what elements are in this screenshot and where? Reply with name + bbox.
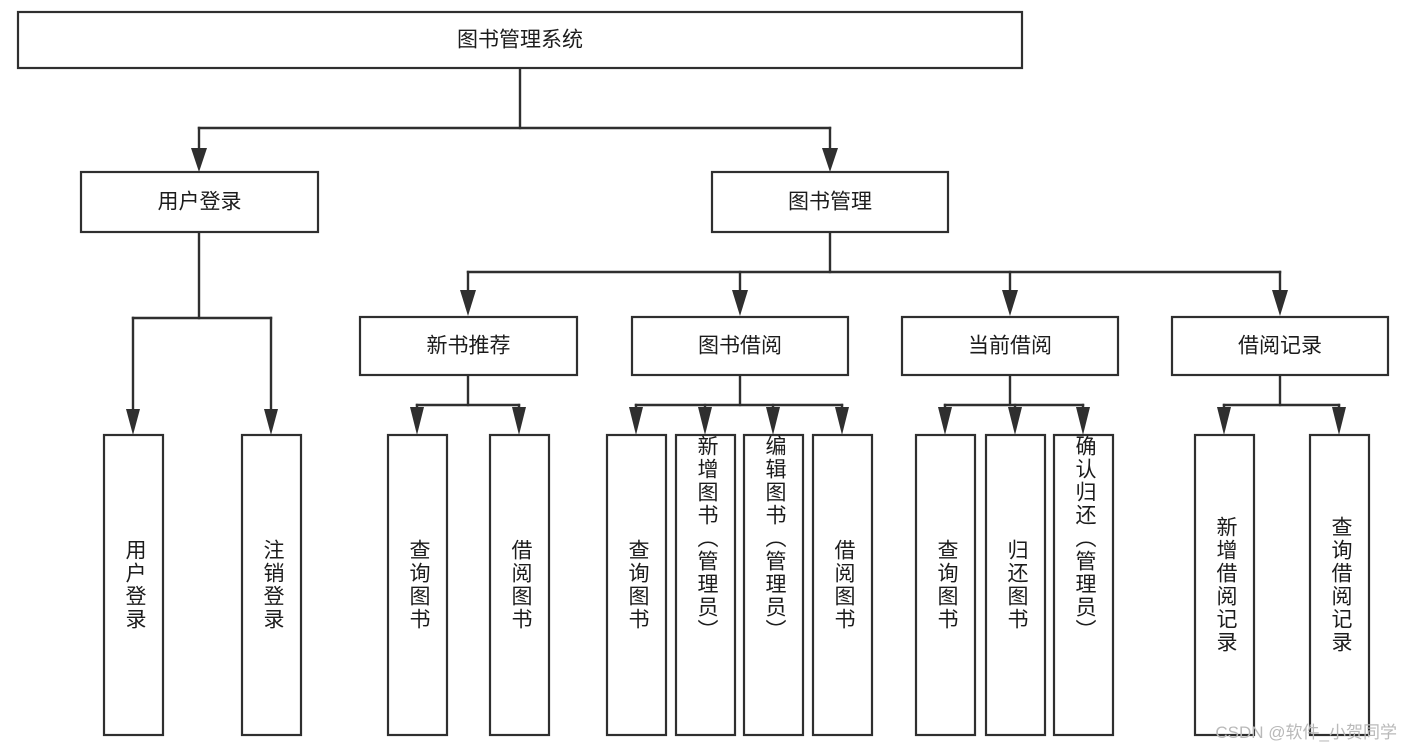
arrow-head-icon <box>264 409 278 435</box>
node-borrow-record[interactable] <box>1170 315 1390 377</box>
arrow-head-icon <box>460 290 476 316</box>
leaf-borrow-4[interactable] <box>811 433 874 737</box>
leaf-borrow-2[interactable] <box>674 433 737 737</box>
leaf-current-1[interactable] <box>914 433 977 737</box>
leaf-borrow-1[interactable] <box>605 433 668 737</box>
node-book-management-label: 图书管理 <box>788 191 872 214</box>
node-borrow-record-label: 借阅记录 <box>1238 335 1322 358</box>
leaf-recommend-2[interactable] <box>488 433 551 737</box>
arrow-head-icon <box>1272 290 1288 316</box>
leaf-current-3[interactable] <box>1052 433 1115 737</box>
arrow-head-icon <box>938 407 952 435</box>
leaf-record-2[interactable] <box>1308 433 1371 737</box>
node-user-login[interactable] <box>79 170 320 234</box>
node-book-borrow-label: 图书借阅 <box>698 335 782 358</box>
node-user-login-label: 用户登录 <box>158 191 242 214</box>
node-book-borrow[interactable] <box>630 315 850 377</box>
leaf-user-login-1[interactable] <box>102 433 165 737</box>
arrow-head-icon <box>126 409 140 435</box>
leaf-record-1[interactable] <box>1193 433 1256 737</box>
connector-group <box>126 66 1346 435</box>
node-book-management[interactable] <box>710 170 950 234</box>
arrow-head-icon <box>1002 290 1018 316</box>
leaf-current-2[interactable] <box>984 433 1047 737</box>
arrow-head-icon <box>191 148 207 172</box>
arrow-head-icon <box>822 148 838 172</box>
node-root[interactable] <box>16 10 1024 70</box>
node-root-label: 图书管理系统 <box>457 29 583 52</box>
arrow-head-icon <box>1217 407 1231 435</box>
arrow-head-icon <box>1332 407 1346 435</box>
arrow-head-icon <box>835 407 849 435</box>
node-new-book-recommend[interactable] <box>358 315 579 377</box>
arrow-head-icon <box>766 407 780 435</box>
node-new-book-recommend-label: 新书推荐 <box>427 335 511 358</box>
arrow-head-icon <box>698 407 712 435</box>
csdn-watermark: CSDN @软件_小贺同学 <box>1215 723 1397 742</box>
node-current-borrow[interactable] <box>900 315 1120 377</box>
node-group: 图书管理系统 用户登录 图书管理 新书推荐 图书借阅 当前借阅 借阅记录 <box>16 10 1390 737</box>
leaf-recommend-1[interactable] <box>386 433 449 737</box>
arrow-head-icon <box>629 407 643 435</box>
arrow-head-icon <box>1008 407 1022 435</box>
arrow-head-icon <box>512 407 526 435</box>
leaf-borrow-3[interactable] <box>742 433 805 737</box>
leaf-user-login-2[interactable] <box>240 433 303 737</box>
node-current-borrow-label: 当前借阅 <box>968 335 1052 358</box>
arrow-head-icon <box>410 407 424 435</box>
arrow-head-icon <box>732 290 748 316</box>
arrow-head-icon <box>1076 407 1090 435</box>
